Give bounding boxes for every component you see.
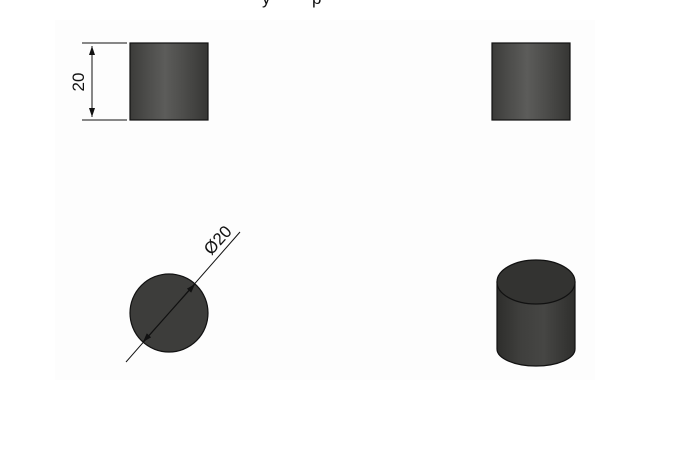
front-view	[129, 42, 209, 121]
isometric-view	[496, 259, 576, 367]
cropped-title-fragment-2: p	[312, 0, 321, 8]
cropped-title-fragment: y	[262, 0, 271, 8]
front-view-body	[129, 42, 209, 121]
side-view-body	[491, 42, 571, 121]
height-dimension: 20	[69, 42, 127, 121]
isometric-view-top-face	[496, 259, 576, 305]
height-dimension-label: 20	[69, 73, 88, 92]
isometric-view-body	[496, 281, 576, 367]
side-view	[491, 42, 571, 121]
